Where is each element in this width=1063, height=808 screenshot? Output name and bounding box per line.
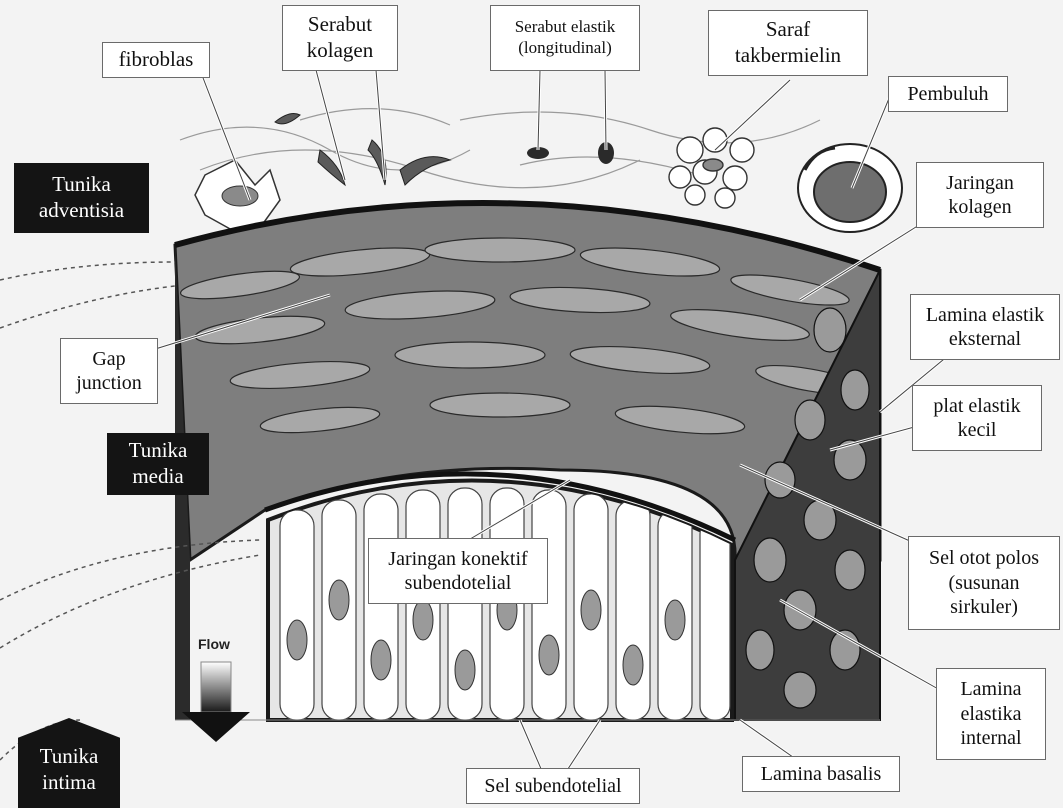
- label-sel-otot-polos: Sel otot polos (susunan sirkuler): [908, 536, 1060, 630]
- fibroblast-nucleus: [222, 186, 258, 206]
- label-gap-junction: Gap junction: [60, 338, 158, 404]
- label-fibroblas: fibroblas: [102, 42, 210, 78]
- label-serabut-elastik: Serabut elastik (longitudinal): [490, 5, 640, 71]
- label-lamina-basalis: Lamina basalis: [742, 756, 900, 792]
- nerve-bundle: [669, 128, 754, 208]
- label-pembuluh: Pembuluh: [888, 76, 1008, 112]
- flow-arrow-shaft: [201, 662, 231, 712]
- label-serabut-kolagen: Serabut kolagen: [282, 5, 398, 71]
- label-lamina-elastik-eksternal: Lamina elastik eksternal: [910, 294, 1060, 360]
- tunica-adventisia-label: Tunika adventisia: [14, 163, 149, 233]
- label-sel-subendotelial: Sel subendotelial: [466, 768, 640, 804]
- flow-label: Flow: [198, 636, 230, 652]
- label-jaringan-konektif: Jaringan konektif subendotelial: [368, 538, 548, 604]
- collagen-bundles: [275, 114, 450, 185]
- small-vessel: [798, 144, 902, 232]
- label-lamina-elastika-internal: Lamina elastika internal: [936, 668, 1046, 760]
- flow-arrow-head: [182, 712, 250, 742]
- tunica-media-label: Tunika media: [107, 433, 209, 495]
- label-jaringan-kolagen: Jaringan kolagen: [916, 162, 1044, 228]
- label-plat-elastik-kecil: plat elastik kecil: [912, 385, 1042, 451]
- label-saraf-takbermielin: Saraf takbermielin: [708, 10, 868, 76]
